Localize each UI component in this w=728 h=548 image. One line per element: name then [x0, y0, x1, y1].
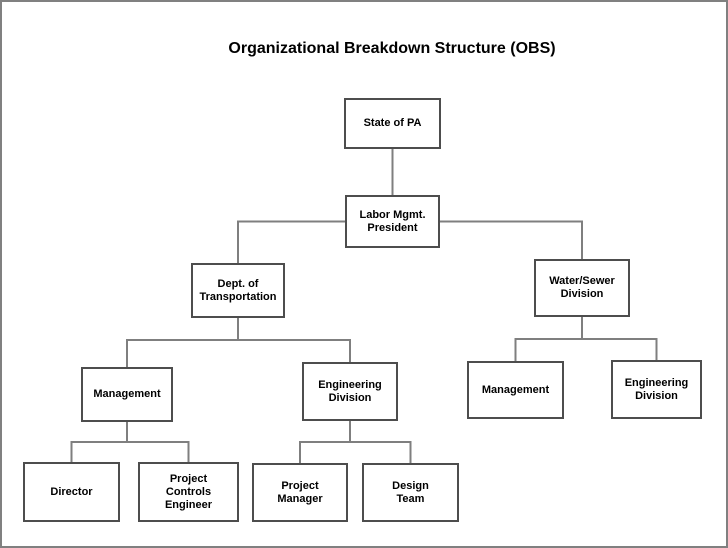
- org-node-label: State of PA: [363, 117, 422, 129]
- org-node-management-ws: Management: [467, 361, 564, 419]
- org-node-label: Project: [169, 472, 208, 485]
- org-node-label: Water/Sewer: [549, 275, 615, 287]
- org-node-label: Engineer: [164, 498, 213, 511]
- org-node-label: Engineering: [624, 376, 689, 389]
- org-node-label: Controls: [165, 485, 212, 498]
- org-node-state-of-pa: State of PA: [344, 98, 441, 149]
- org-node-label: Management: [481, 383, 550, 396]
- org-node-label: Division: [560, 288, 604, 300]
- org-node-label: Management: [93, 388, 161, 400]
- diagram-title: Organizational Breakdown Structure (OBS): [228, 40, 556, 57]
- org-node-label: Division: [635, 389, 678, 402]
- org-node-labor-mgmt-president: Labor Mgmt.President: [345, 195, 440, 248]
- org-node-label: Manager: [277, 492, 323, 505]
- org-node-label: Design: [392, 479, 429, 492]
- org-node-director: Director: [23, 462, 120, 522]
- org-node-label: Division: [328, 391, 372, 404]
- org-node-label: Director: [50, 485, 93, 498]
- org-node-label: Engineering: [318, 378, 382, 391]
- org-node-label: Dept. of: [217, 277, 259, 290]
- org-node-label: Labor Mgmt.: [359, 208, 426, 221]
- org-node-label: Transportation: [199, 290, 277, 303]
- org-node-label: Team: [396, 492, 425, 505]
- edge-labor-mgmt-president-water-sewer-division: [439, 220, 583, 260]
- org-node-management-dot: Management: [81, 367, 173, 422]
- edge-labor-mgmt-president-dept-of-transportation: [237, 220, 346, 264]
- org-node-label: President: [367, 221, 418, 234]
- org-node-label: Project: [281, 479, 319, 492]
